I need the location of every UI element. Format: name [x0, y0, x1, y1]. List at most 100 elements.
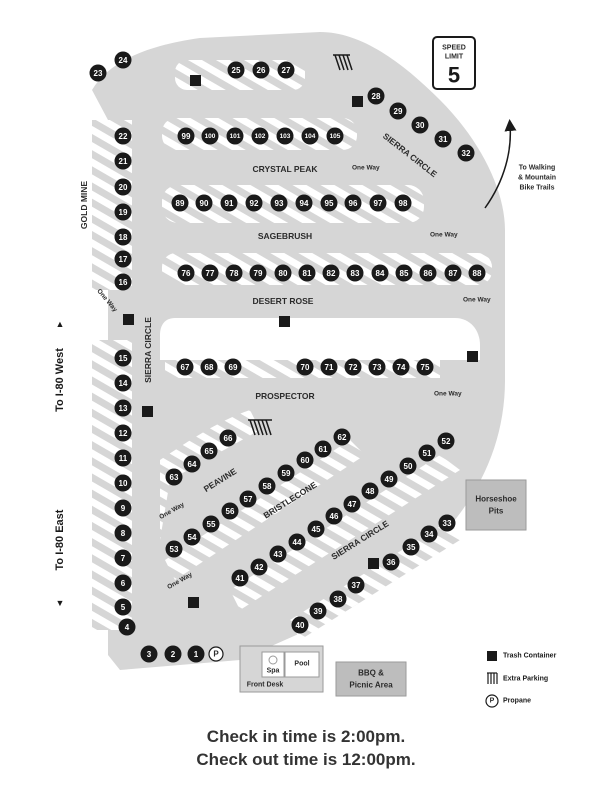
- campsite-number: 87: [449, 269, 458, 278]
- campsite-number: 13: [119, 404, 128, 413]
- legend-trash-icon: [487, 651, 497, 661]
- speed-sign-line2: LIMIT: [445, 54, 464, 61]
- campsite-104: 104: [301, 127, 319, 145]
- campsite-89: 89: [171, 194, 189, 212]
- campsite-number: 53: [170, 545, 179, 554]
- campsite-77: 77: [201, 264, 219, 282]
- street-sierra-circle-left: SIERRA CIRCLE: [143, 317, 153, 383]
- campsite-26: 26: [252, 61, 270, 79]
- campsite-number: 100: [205, 133, 216, 140]
- campsite-number: 27: [282, 66, 291, 75]
- campsite-number: 50: [404, 462, 413, 471]
- campsite-95: 95: [320, 194, 338, 212]
- campsite-46: 46: [325, 507, 343, 525]
- legend-trash-label: Trash Container: [503, 653, 557, 660]
- bbq-line2: Picnic Area: [349, 681, 393, 690]
- campsite-number: 42: [255, 563, 264, 572]
- campsite-16: 16: [114, 273, 132, 291]
- campsite-74: 74: [392, 358, 410, 376]
- campsite-86: 86: [419, 264, 437, 282]
- legend: Trash Container Extra Parking P Propane: [485, 651, 557, 708]
- campsite-45: 45: [307, 520, 325, 538]
- campsite-5: 5: [114, 598, 132, 616]
- campsite-number: 58: [263, 482, 272, 491]
- campsite-number: 90: [200, 199, 209, 208]
- campsite-105: 105: [326, 127, 344, 145]
- campsite-101: 101: [226, 127, 244, 145]
- campsite-number: 69: [229, 363, 238, 372]
- campsite-number: 10: [119, 479, 128, 488]
- bbq-area: [335, 661, 407, 697]
- campsite-number: 6: [121, 579, 126, 588]
- campsite-number: 52: [442, 437, 451, 446]
- campsite-48: 48: [361, 482, 379, 500]
- campsite-96: 96: [344, 194, 362, 212]
- campsite-83: 83: [346, 264, 364, 282]
- campsite-number: 34: [425, 530, 434, 539]
- campsite-63: 63: [165, 468, 183, 486]
- campsite-number: 22: [119, 132, 128, 141]
- campsite-1: 1: [187, 645, 205, 663]
- campsite-59: 59: [277, 464, 295, 482]
- campsite-51: 51: [418, 444, 436, 462]
- campsite-number: 51: [423, 449, 432, 458]
- oneway-sagebrush: One Way: [430, 232, 458, 239]
- campsite-52: 52: [437, 432, 455, 450]
- trash-containers: [123, 75, 478, 608]
- campsite-number: 48: [366, 487, 375, 496]
- campsite-22: 22: [114, 127, 132, 145]
- campsite-50: 50: [399, 457, 417, 475]
- campsite-35: 35: [402, 538, 420, 556]
- campsite-number: 16: [119, 278, 128, 287]
- campsite-number: 102: [255, 133, 266, 140]
- campsite-number: 44: [293, 538, 302, 547]
- propane-marker: P: [208, 646, 224, 662]
- campsite-71: 71: [320, 358, 338, 376]
- campsite-number: 41: [236, 574, 245, 583]
- campsite-number: 72: [349, 363, 358, 372]
- campsite-number: 99: [182, 132, 191, 141]
- campsite-number: 45: [312, 525, 321, 534]
- campsite-number: 2: [171, 650, 176, 659]
- campsite-number: 25: [232, 66, 241, 75]
- campsite-19: 19: [114, 203, 132, 221]
- campsite-number: 62: [338, 433, 347, 442]
- campsite-number: 86: [424, 269, 433, 278]
- spa-label: Spa: [267, 668, 280, 675]
- campsite-number: 91: [225, 199, 234, 208]
- campsite-29: 29: [389, 102, 407, 120]
- campsite-number: 49: [385, 475, 394, 484]
- speed-sign-line1: SPEED: [442, 45, 466, 52]
- campsite-number: 8: [121, 529, 126, 538]
- campsite-36: 36: [382, 553, 400, 571]
- trash-container: [142, 406, 153, 417]
- campsite-number: 32: [462, 149, 471, 158]
- campsite-70: 70: [296, 358, 314, 376]
- trash-container: [368, 558, 379, 569]
- parking-icon: [333, 54, 353, 71]
- campsite-number: 12: [119, 429, 128, 438]
- campsite-number: 14: [119, 379, 128, 388]
- campsite-number: 93: [275, 199, 284, 208]
- campsite-number: 96: [349, 199, 358, 208]
- campsite-49: 49: [380, 470, 398, 488]
- campsite-markers: 1234567891011121314151617181920212223242…: [89, 51, 486, 663]
- campsite-number: 65: [205, 447, 214, 456]
- campsite-number: 85: [400, 269, 409, 278]
- campsite-number: 64: [188, 460, 197, 469]
- trash-container: [279, 316, 290, 327]
- campsite-43: 43: [269, 545, 287, 563]
- street-crystal-peak: CRYSTAL PEAK: [252, 164, 318, 174]
- trails-line2: & Mountain: [518, 175, 556, 182]
- campsite-87: 87: [444, 264, 462, 282]
- campsite-number: 20: [119, 183, 128, 192]
- campsite-92: 92: [245, 194, 263, 212]
- campsite-number: 60: [301, 456, 310, 465]
- campsite-number: 9: [121, 504, 126, 513]
- campsite-number: 57: [244, 495, 253, 504]
- campsite-3: 3: [140, 645, 158, 663]
- campsite-number: 54: [188, 533, 197, 542]
- campsite-17: 17: [114, 250, 132, 268]
- campsite-2: 2: [164, 645, 182, 663]
